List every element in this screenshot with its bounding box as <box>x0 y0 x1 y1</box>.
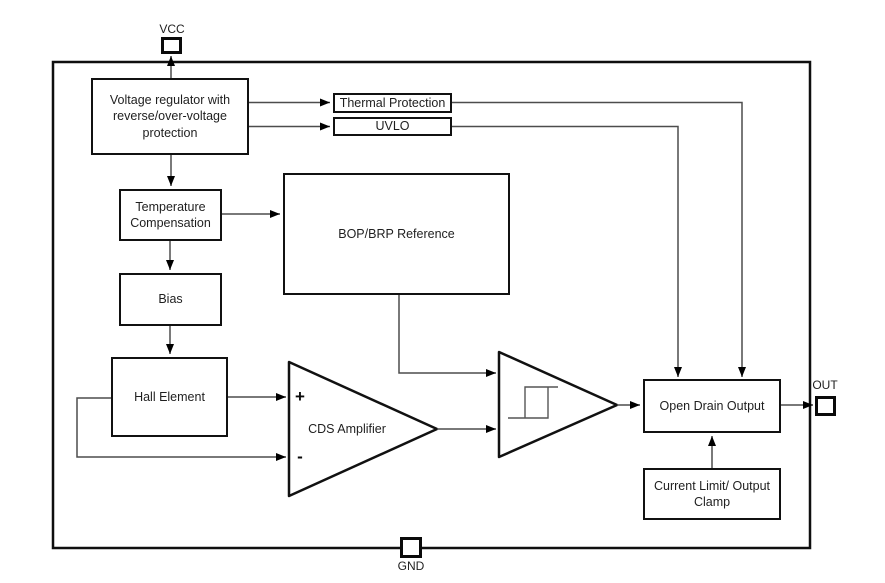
wire-bopbrp-to-schmitt <box>398 295 496 377</box>
block-thermal-protection: Thermal Protection <box>333 93 452 113</box>
amp-plus-input-label: + <box>295 387 305 406</box>
vcc-pin-label: VCC <box>159 22 185 36</box>
vcc-pin <box>161 37 182 54</box>
block-hall-element: Hall Element <box>111 357 228 437</box>
hysteresis-icon <box>508 386 558 419</box>
out-pin <box>815 396 836 416</box>
wire-hall-to-amp-minus <box>76 397 286 461</box>
wire-uvlo-to-opendrain <box>452 125 682 377</box>
block-current-limit-output-clamp: Current Limit/ Output Clamp <box>643 468 781 520</box>
amp-minus-input-label: - <box>297 447 303 466</box>
wire-thermal-to-opendrain <box>452 101 746 377</box>
block-voltage-regulator: Voltage regulator with reverse/over-volt… <box>91 78 249 155</box>
block-temperature-compensation: Temperature Compensation <box>119 189 222 241</box>
block-bop-brp-reference: BOP/BRP Reference <box>283 173 510 295</box>
chip-boundary <box>51 60 812 550</box>
out-pin-label: OUT <box>812 378 838 392</box>
block-bias: Bias <box>119 273 222 326</box>
schmitt-trigger-triangle <box>497 350 619 459</box>
gnd-pin <box>400 537 422 558</box>
block-uvlo: UVLO <box>333 117 452 136</box>
block-open-drain-output: Open Drain Output <box>643 379 781 433</box>
cds-amplifier-label: CDS Amplifier <box>308 422 386 436</box>
gnd-pin-label: GND <box>397 559 425 573</box>
cds-amplifier-triangle <box>287 360 439 498</box>
